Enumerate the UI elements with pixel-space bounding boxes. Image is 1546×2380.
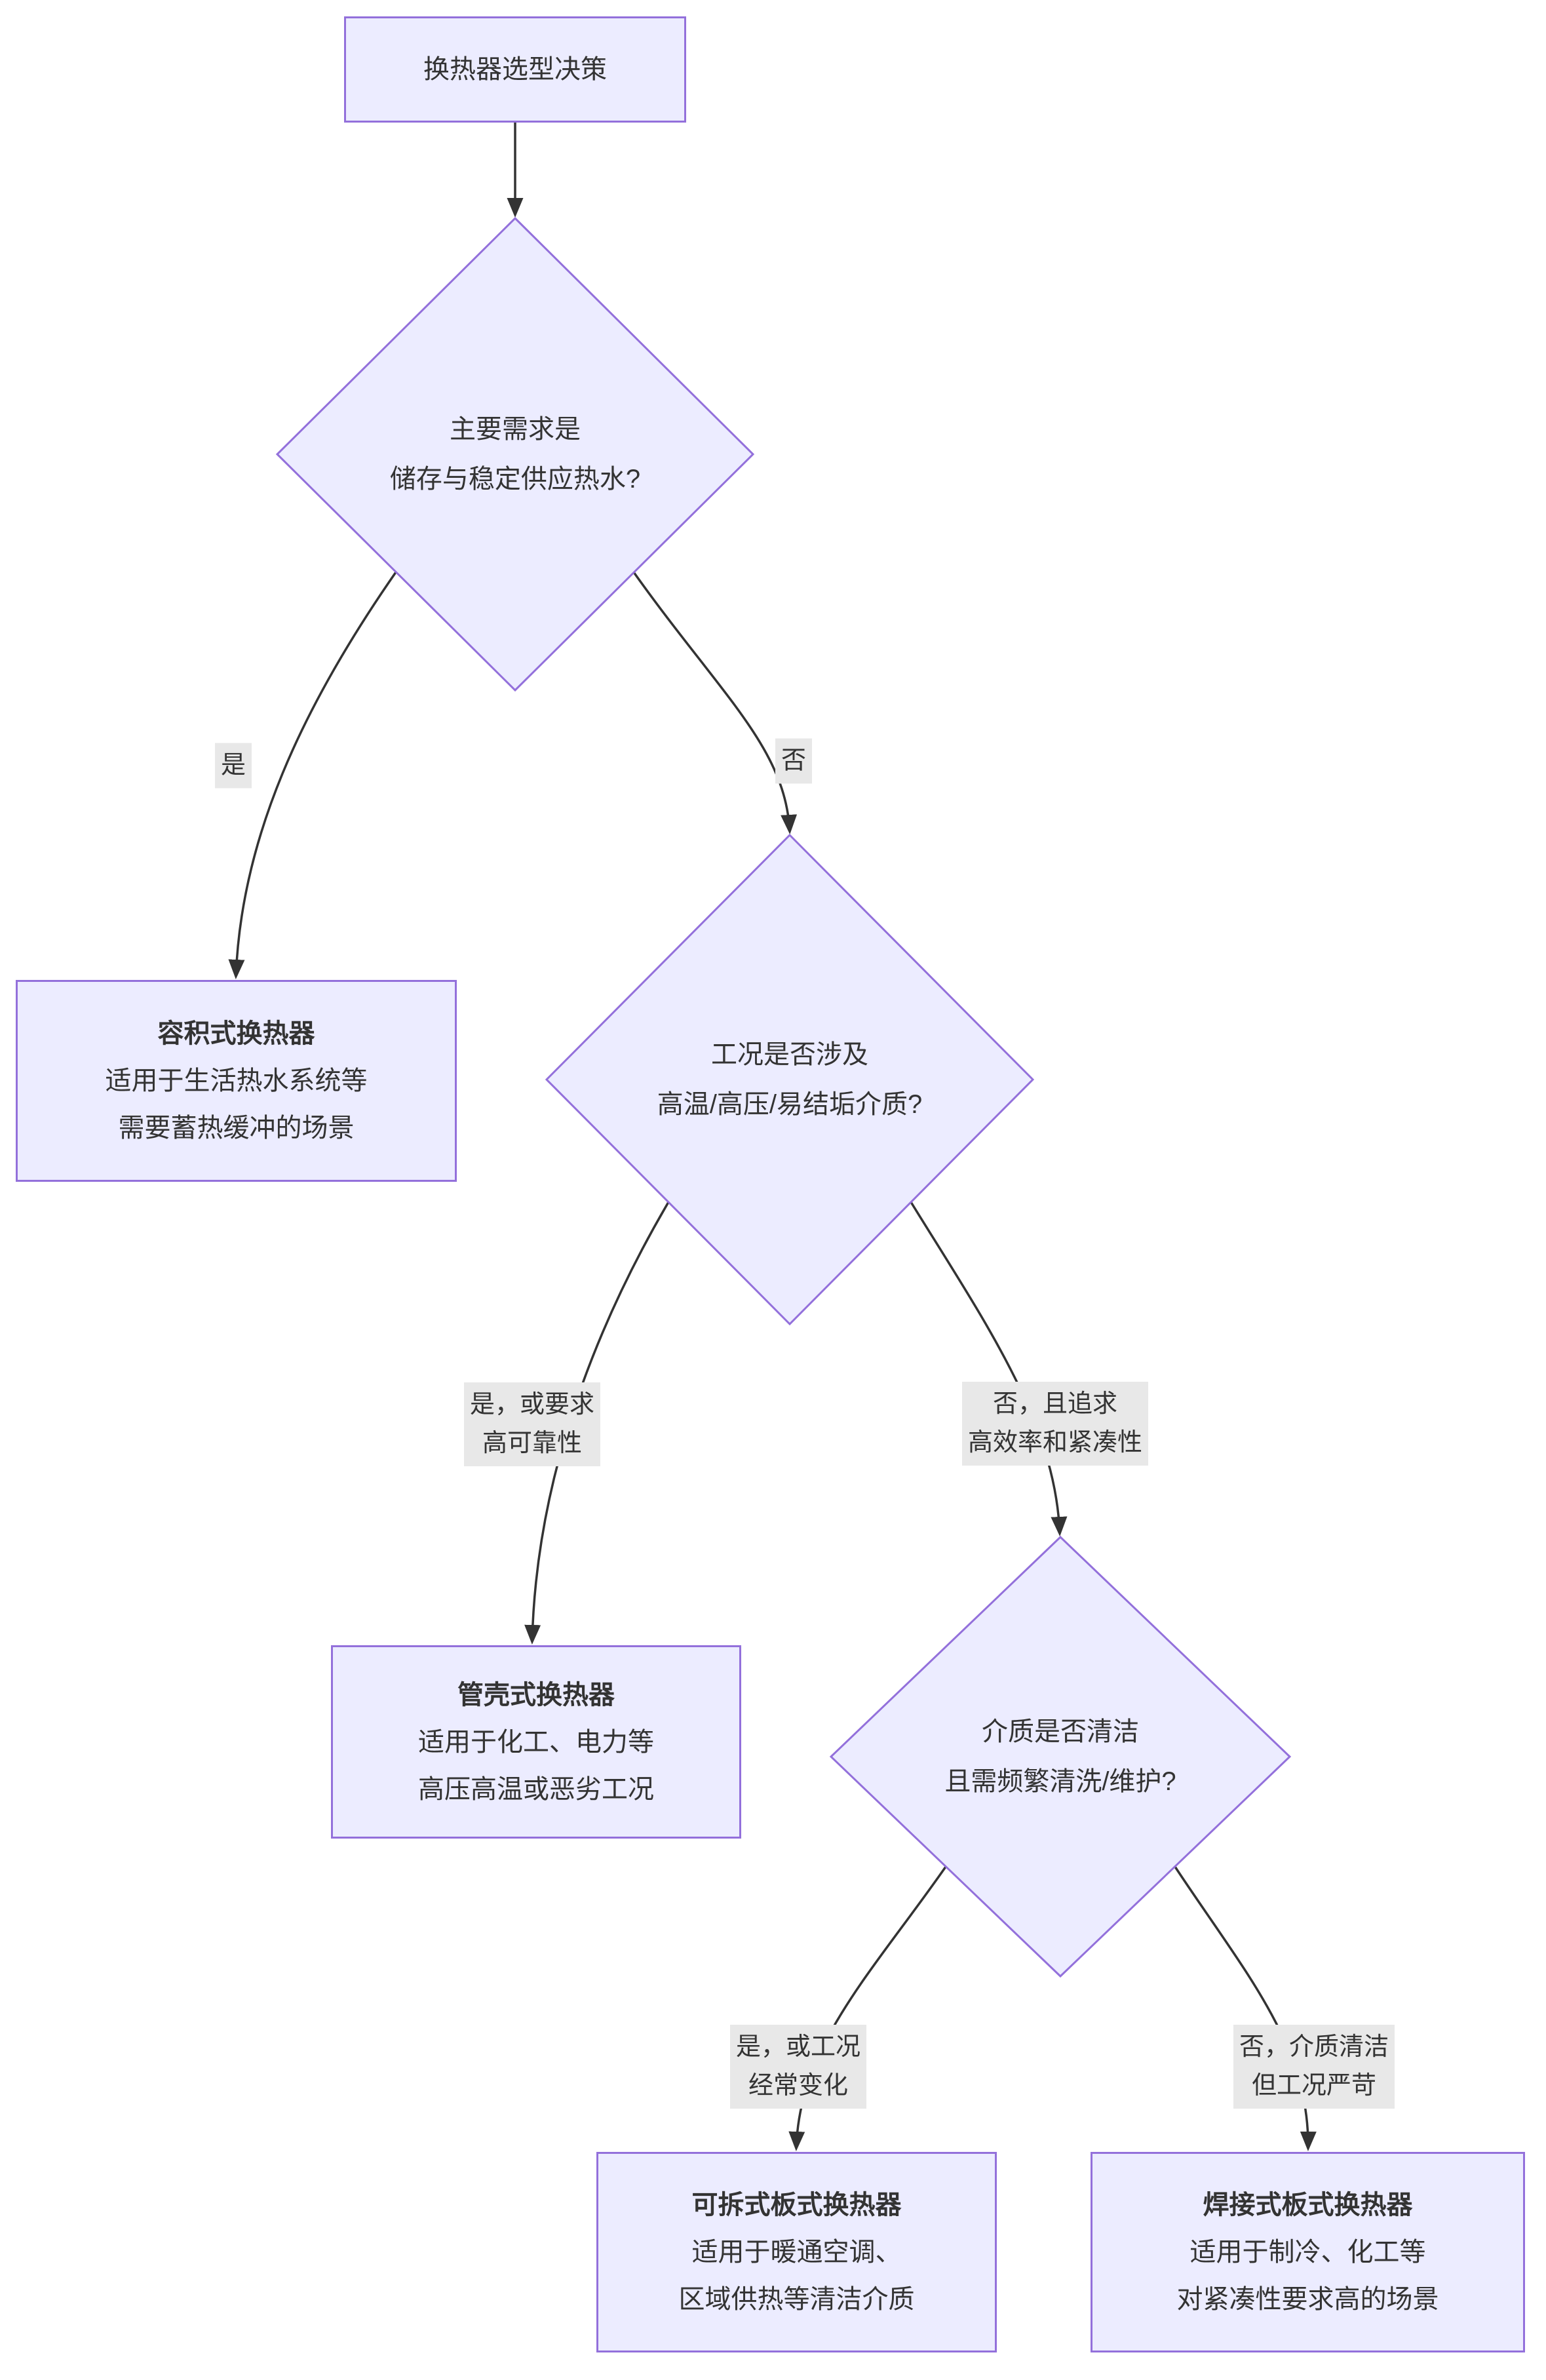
- edge-label-no2: 否，且追求 高效率和紧凑性: [961, 1382, 1149, 1466]
- result-gasketed-plate-title: 可拆式板式换热器: [691, 2191, 902, 2219]
- decision2-line1: 工况是否涉及: [710, 1040, 868, 1069]
- edge-label-yes1: 是: [214, 743, 252, 789]
- decision3-diamond: [829, 1535, 1292, 1978]
- decision1-diamond: [275, 216, 755, 692]
- result-shell-tube-desc1: 适用于化工、电力等: [418, 1727, 654, 1757]
- edge-label-yes3-line1: 是，或工况: [735, 2033, 861, 2061]
- decision1-label: 主要需求是 储存与稳定供应热水?: [390, 404, 640, 504]
- decision3-label: 介质是否清洁 且需频繁清洗/维护?: [944, 1707, 1176, 1806]
- node-result-gasketed-plate: 可拆式板式换热器 适用于暖通空调、 区域供热等清洁介质: [596, 2152, 997, 2352]
- edge-label-yes1-text: 是: [220, 751, 246, 779]
- edge-no1: [632, 571, 798, 834]
- edge-label-no2-line1: 否，且追求: [992, 1390, 1118, 1418]
- decision2-diamond: [545, 833, 1035, 1326]
- edge-label-yes3-line2: 经常变化: [748, 2072, 849, 2099]
- edge-label-no2-line2: 高效率和紧凑性: [967, 1429, 1143, 1456]
- edge-label-yes2-line2: 高可靠性: [482, 1430, 583, 1457]
- node-start-label: 换热器选型决策: [423, 55, 607, 84]
- edge-label-no3-line2: 但工况严苛: [1251, 2072, 1377, 2099]
- edge-label-yes3: 是，或工况 经常变化: [729, 2025, 867, 2109]
- node-start: 换热器选型决策: [344, 16, 686, 123]
- result-gasketed-plate-desc1: 适用于暖通空调、: [691, 2238, 902, 2267]
- decision2-label: 工况是否涉及 高温/高压/易结垢介质?: [657, 1030, 922, 1129]
- edge-no2: [910, 1201, 1068, 1536]
- result-shell-tube-title: 管壳式换热器: [457, 1680, 615, 1709]
- edge-yes1: [228, 572, 397, 979]
- decision2-line2: 高温/高压/易结垢介质?: [657, 1090, 923, 1119]
- result-volume-desc2: 需要蓄热缓冲的场景: [118, 1114, 355, 1142]
- result-shell-tube-desc2: 高压高温或恶劣工况: [418, 1774, 654, 1804]
- node-result-shell-tube: 管壳式换热器 适用于化工、电力等 高压高温或恶劣工况: [331, 1645, 741, 1839]
- result-volume-desc1: 适用于生活热水系统等: [105, 1066, 368, 1095]
- edge-label-no3: 否，介质清洁 但工况严苛: [1233, 2025, 1395, 2109]
- result-volume-title: 容积式换热器: [157, 1019, 315, 1048]
- result-gasketed-plate-desc2: 区域供热等清洁介质: [678, 2285, 915, 2314]
- edge-label-yes2: 是，或要求 高可靠性: [463, 1382, 601, 1466]
- node-result-welded-plate: 焊接式板式换热器 适用于制冷、化工等 对紧凑性要求高的场景: [1091, 2152, 1525, 2352]
- decision3-line1: 介质是否清洁: [981, 1717, 1139, 1746]
- result-welded-plate-title: 焊接式板式换热器: [1203, 2191, 1413, 2219]
- decision1-line2: 储存与稳定供应热水?: [389, 465, 641, 494]
- result-welded-plate-desc2: 对紧凑性要求高的场景: [1176, 2285, 1439, 2314]
- decision1-line1: 主要需求是: [450, 415, 581, 444]
- edge-label-no1: 否: [775, 738, 813, 784]
- edge-label-no1-text: 否: [781, 747, 807, 775]
- result-welded-plate-desc1: 适用于制冷、化工等: [1189, 2238, 1426, 2267]
- decision3-line2: 且需频繁清洗/维护?: [944, 1767, 1176, 1796]
- node-result-volume: 容积式换热器 适用于生活热水系统等 需要蓄热缓冲的场景: [16, 980, 457, 1182]
- edge-label-no3-line1: 否，介质清洁: [1239, 2033, 1389, 2061]
- edge-label-yes2-line1: 是，或要求: [469, 1391, 595, 1418]
